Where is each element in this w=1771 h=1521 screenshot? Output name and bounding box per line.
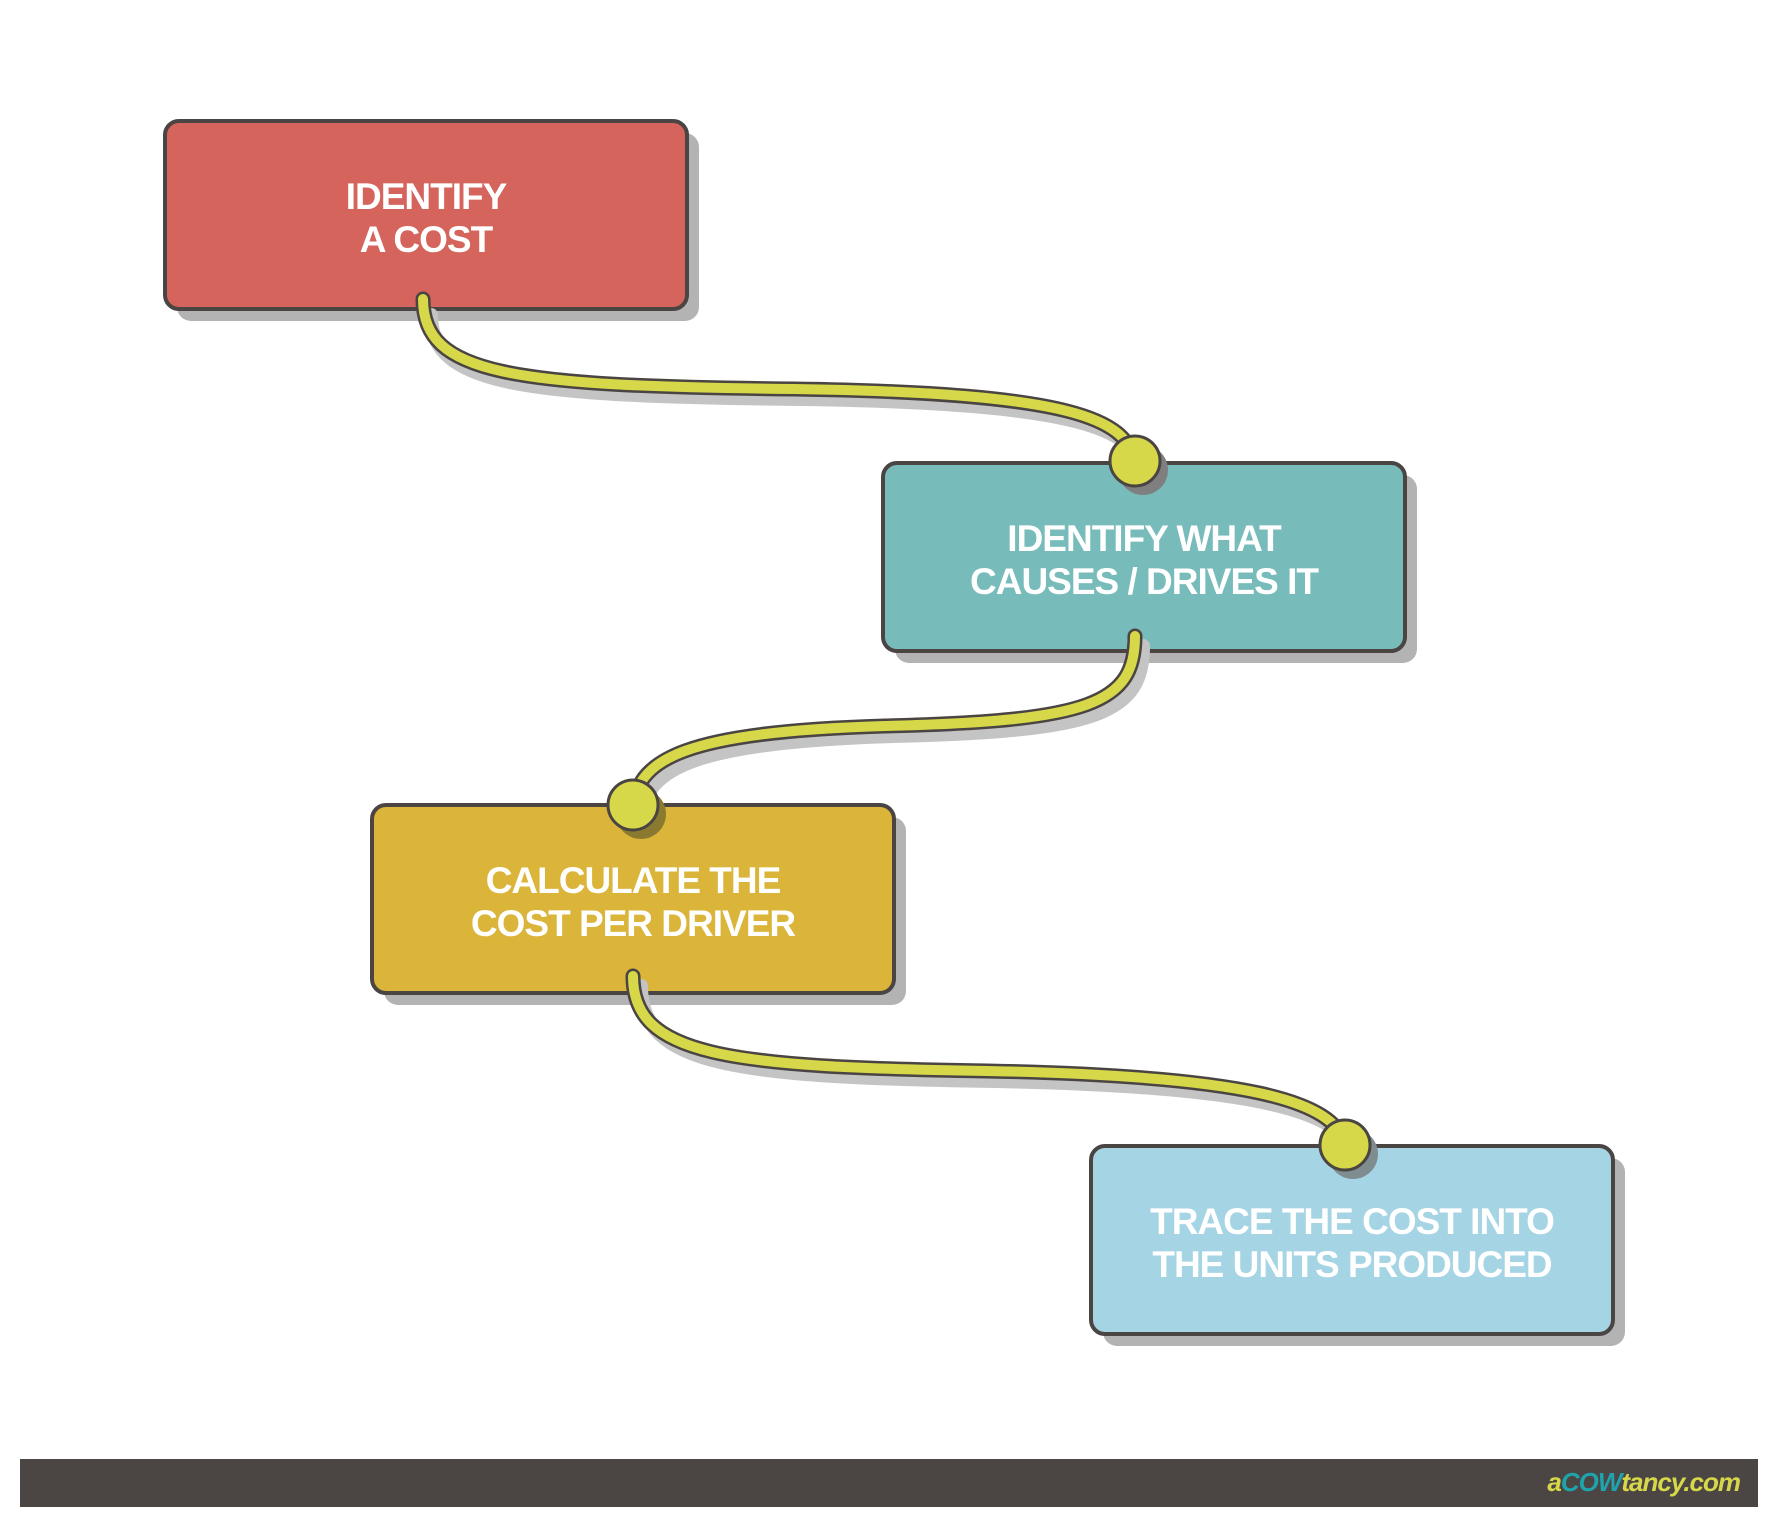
step-2-line-1: IDENTIFY WHAT — [1007, 518, 1282, 559]
logo-part: a — [1547, 1467, 1562, 1497]
step-1-line-1: IDENTIFY — [346, 176, 508, 217]
logo-part: COW — [1560, 1467, 1623, 1497]
connector-end-dot — [1108, 434, 1162, 488]
step-2-line-2: CAUSES / DRIVES IT — [970, 561, 1319, 602]
connector-end-dot — [1318, 1118, 1372, 1172]
connector-1-2 — [418, 294, 1140, 465]
step-1-line-2: A COST — [360, 219, 494, 260]
step-4-line-2: THE UNITS PRODUCED — [1152, 1244, 1552, 1285]
step-3-line-2: COST PER DRIVER — [471, 903, 795, 944]
connector-end-dot — [606, 778, 660, 832]
logo-part: tancy.com — [1621, 1467, 1741, 1497]
connector-2-3 — [628, 631, 1140, 809]
site-logo[interactable]: aCOWtancy.com — [1547, 1467, 1741, 1498]
footer-bar: aCOWtancy.com — [20, 1459, 1758, 1507]
step-4-line-1: TRACE THE COST INTO — [1150, 1201, 1554, 1242]
connector-3-4 — [628, 971, 1350, 1149]
connector-shadows — [424, 308, 1360, 1161]
step-3-line-1: CALCULATE THE — [486, 860, 781, 901]
